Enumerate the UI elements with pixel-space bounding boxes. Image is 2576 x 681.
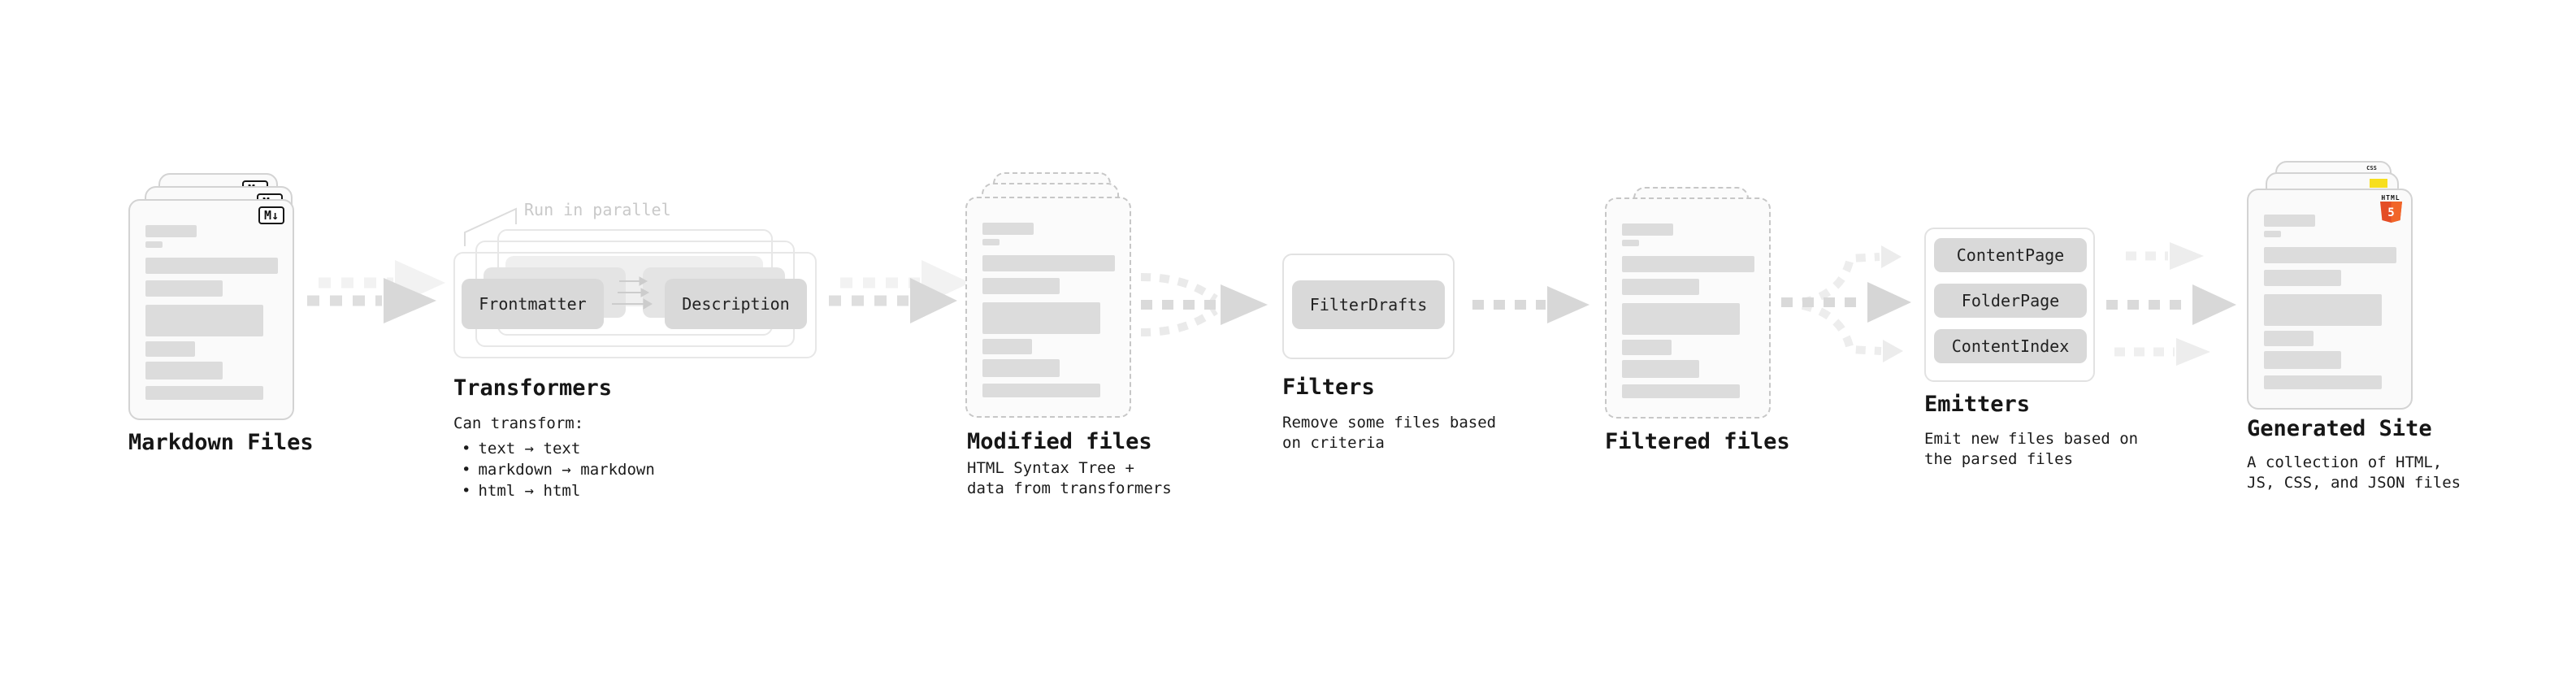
file-content-placeholder-bar	[2264, 294, 2382, 326]
file-content-placeholder-bar	[1622, 384, 1740, 398]
file-content-placeholder-bar	[1622, 256, 1754, 272]
html5-icon: HTML 5	[2379, 194, 2403, 223]
modified-files-label: Modified files	[967, 429, 1152, 454]
emitters-desc-line: Emit new files based on	[1924, 430, 2139, 448]
chip-folderpage: FolderPage	[1934, 284, 2087, 318]
file-content-placeholder-bar	[145, 258, 278, 274]
file-content-placeholder-bar	[982, 223, 1034, 235]
run-in-parallel-note: Run in parallel	[524, 200, 671, 219]
filtered-file-card-front	[1605, 197, 1771, 419]
chip-contentindex: ContentIndex	[1934, 329, 2087, 363]
markdown-file-card-front: M↓	[128, 199, 294, 420]
file-content-placeholder-bar	[2264, 375, 2382, 389]
modified-desc-line: data from transformers	[967, 479, 1172, 497]
filters-desc-line: Remove some files based	[1282, 414, 1497, 432]
file-content-placeholder-bar	[2264, 215, 2315, 227]
filtered-files-label: Filtered files	[1605, 429, 1790, 454]
file-content-placeholder-bar	[145, 225, 197, 237]
modified-desc-line: HTML Syntax Tree +	[967, 459, 1134, 477]
emitters-desc-line: the parsed files	[1924, 450, 2074, 468]
file-content-placeholder-bar	[982, 339, 1032, 354]
chip-frontmatter: Frontmatter	[462, 279, 604, 329]
file-content-placeholder-bar	[1622, 223, 1673, 236]
generated-site-label: Generated Site	[2247, 416, 2432, 441]
file-content-placeholder-bar	[982, 278, 1060, 294]
generated-desc-line: JS, CSS, and JSON files	[2247, 474, 2461, 492]
chip-description: Description	[665, 279, 807, 329]
chip-contentpage: ContentPage	[1934, 238, 2087, 272]
generated-file-card-html: HTML 5	[2247, 189, 2413, 410]
svg-text:5: 5	[2387, 206, 2394, 219]
transform-bullet-list: text → text markdown → markdown html → h…	[453, 438, 655, 501]
arrow-modified-to-filters-merge	[1140, 273, 1268, 336]
file-content-placeholder-bar	[1622, 303, 1740, 335]
transform-bullet: html → html	[453, 480, 655, 501]
file-content-placeholder-bar	[982, 384, 1100, 397]
file-content-placeholder-bar	[982, 239, 1000, 245]
file-content-placeholder-bar	[2264, 231, 2281, 237]
generated-site-description: A collection of HTML, JS, CSS, and JSON …	[2247, 453, 2461, 493]
file-content-placeholder-bar	[1622, 340, 1672, 355]
file-content-placeholder-bar	[145, 362, 223, 380]
file-content-placeholder-bar	[145, 241, 163, 248]
file-content-placeholder-bar	[145, 341, 195, 357]
file-content-placeholder-bar	[2264, 351, 2341, 369]
arrow-transformers-to-modified	[829, 260, 970, 323]
arrow-filtered-to-emitters-split	[1781, 245, 1911, 362]
transform-bullet: text → text	[453, 438, 655, 459]
chip-filterdrafts: FilterDrafts	[1292, 280, 1445, 329]
file-content-placeholder-bar	[1622, 240, 1639, 246]
can-transform-title: Can transform:	[453, 414, 584, 432]
markdown-files-label: Markdown Files	[128, 430, 314, 455]
transformer-sheet-front	[453, 252, 817, 358]
file-content-placeholder-bar	[145, 305, 263, 336]
file-content-placeholder-bar	[982, 302, 1100, 334]
file-content-placeholder-bar	[1622, 360, 1699, 378]
emitters-description: Emit new files based on the parsed files	[1924, 429, 2138, 470]
modified-files-description: HTML Syntax Tree + data from transformer…	[967, 458, 1172, 499]
file-content-placeholder-bar	[145, 386, 263, 400]
markdown-icon: M↓	[258, 206, 284, 224]
transformers-label: Transformers	[453, 375, 613, 401]
file-content-placeholder-bar	[2264, 270, 2341, 286]
js-icon	[2370, 179, 2387, 188]
arrow-filters-to-filtered	[1472, 286, 1589, 323]
file-content-placeholder-bar	[1622, 279, 1699, 295]
arrow-markdown-to-transformers	[307, 260, 445, 323]
filters-desc-line: on criteria	[1282, 434, 1385, 452]
arrow-emitters-to-generated	[2106, 242, 2236, 366]
file-content-placeholder-bar	[2264, 247, 2396, 263]
file-content-placeholder-bar	[982, 255, 1115, 271]
generated-desc-line: A collection of HTML,	[2247, 453, 2443, 471]
transform-bullet: markdown → markdown	[453, 459, 654, 480]
file-content-placeholder-bar	[145, 280, 223, 297]
file-content-placeholder-bar	[982, 359, 1060, 377]
file-content-placeholder-bar	[2264, 331, 2314, 346]
filters-description: Remove some files based on criteria	[1282, 413, 1496, 453]
modified-file-card-front	[965, 197, 1131, 418]
emitters-label: Emitters	[1924, 392, 2031, 417]
transformers-description: Can transform: text → text markdown → ma…	[453, 414, 655, 501]
filters-label: Filters	[1282, 375, 1375, 400]
